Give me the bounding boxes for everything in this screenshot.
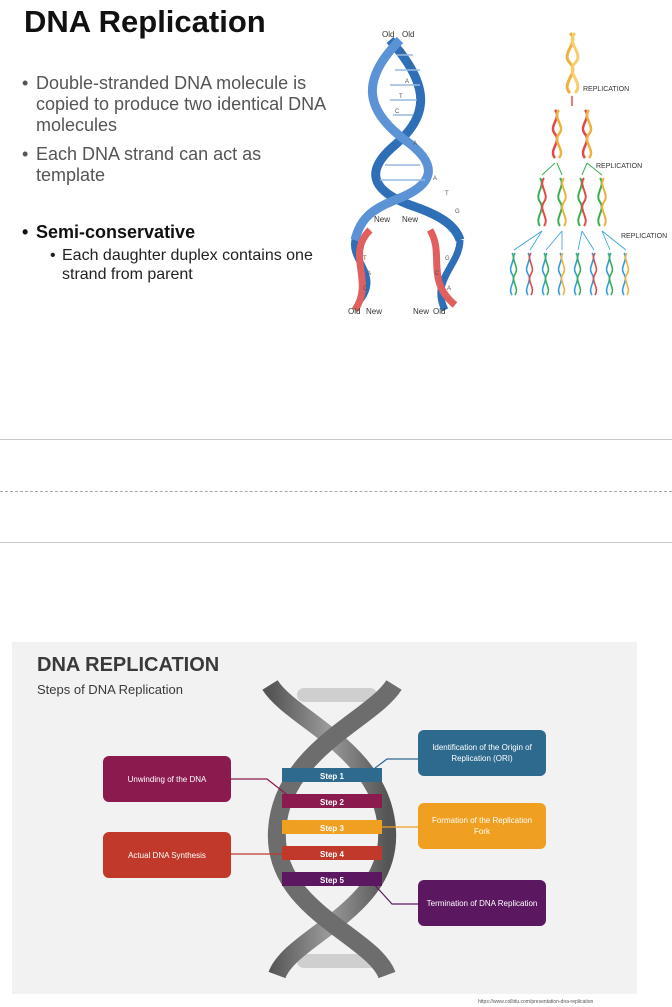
- replication-label-1: REPLICATION: [583, 86, 630, 93]
- box-identification-ori: Identification of the Origin of Replicat…: [418, 730, 546, 776]
- dna-label-old-top-left: Old: [382, 30, 395, 39]
- svg-text:G: G: [445, 256, 450, 262]
- page-separator-dashed: [0, 491, 672, 492]
- bullet-dot: •: [22, 144, 29, 164]
- box-replication-fork: Formation of the Replication Fork: [418, 803, 546, 849]
- connector-lines: [230, 758, 418, 905]
- dna-label-old-top-right: Old: [402, 30, 415, 39]
- svg-text:A: A: [447, 286, 451, 292]
- semi-conservative-bullet: • Semi-conservative: [22, 222, 196, 243]
- svg-text:C: C: [395, 109, 400, 115]
- svg-text:T: T: [445, 191, 449, 197]
- box-dna-synthesis: Actual DNA Synthesis: [103, 832, 231, 878]
- svg-text:T: T: [363, 256, 367, 262]
- sub-bullet-text: Each daughter duplex contains one strand…: [62, 247, 313, 283]
- dna-helix-graphic: [262, 680, 402, 979]
- bullet-dot: •: [22, 73, 29, 93]
- bullet-1-text: Double-stranded DNA molecule is copied t…: [36, 73, 326, 135]
- slide1-title: DNA Replication: [24, 4, 266, 39]
- footer-url: https://www.collidu.com/presentation-dna…: [478, 999, 594, 1005]
- bullet-2: • Each DNA strand can act as template: [22, 144, 296, 186]
- dna-replication-helix-illustration: A T A T C A A T G T A C G C A: [350, 36, 465, 312]
- step-4-label: Step 4: [319, 850, 344, 859]
- step-1-label: Step 1: [319, 772, 344, 781]
- box-unwinding: Unwinding of the DNA: [103, 756, 231, 802]
- sub-bullet: • Each daughter duplex contains one stra…: [50, 246, 322, 284]
- bullet-dot: •: [50, 247, 56, 264]
- bullet-dot: •: [22, 222, 29, 242]
- svg-text:A: A: [405, 79, 409, 85]
- page-separator-top: [0, 439, 672, 440]
- dna-label-new-left: New: [374, 215, 391, 224]
- step-2-label: Step 2: [319, 798, 344, 807]
- dna-label-bottom-new-1: New: [366, 307, 383, 316]
- dna-label-bottom-old-2: Old: [433, 307, 446, 316]
- step-5-label: Step 5: [319, 876, 344, 885]
- slide2-title: DNA REPLICATION: [37, 654, 220, 676]
- bullet-2-text: Each DNA strand can act as template: [36, 144, 262, 185]
- svg-text:A: A: [413, 141, 417, 147]
- svg-text:T: T: [399, 94, 403, 100]
- replication-label-3: REPLICATION: [621, 233, 668, 240]
- box-termination: Termination of DNA Replication: [418, 880, 546, 926]
- step-3-label: Step 3: [319, 824, 344, 833]
- svg-text:T: T: [409, 64, 413, 70]
- bullet-1: • Double-stranded DNA molecule is copied…: [22, 73, 326, 136]
- dna-label-new-right: New: [402, 215, 419, 224]
- replication-label-2: REPLICATION: [596, 163, 643, 170]
- dna-label-bottom-old-1: Old: [348, 307, 361, 316]
- replication-tree-illustration: [509, 31, 630, 296]
- dna-label-bottom-new-2: New: [413, 307, 430, 316]
- semi-conservative-text: Semi-conservative: [36, 222, 196, 242]
- svg-text:A: A: [367, 271, 371, 277]
- page-separator-bottom: [0, 542, 672, 543]
- svg-text:C: C: [363, 286, 368, 292]
- svg-text:A: A: [433, 176, 437, 182]
- svg-text:C: C: [435, 271, 440, 277]
- svg-text:G: G: [455, 209, 460, 215]
- slide2-subtitle: Steps of DNA Replication: [37, 682, 183, 697]
- dna-replication-steps-slide: DNA REPLICATION Steps of DNA Replication…: [12, 642, 637, 994]
- svg-text:A: A: [401, 49, 405, 55]
